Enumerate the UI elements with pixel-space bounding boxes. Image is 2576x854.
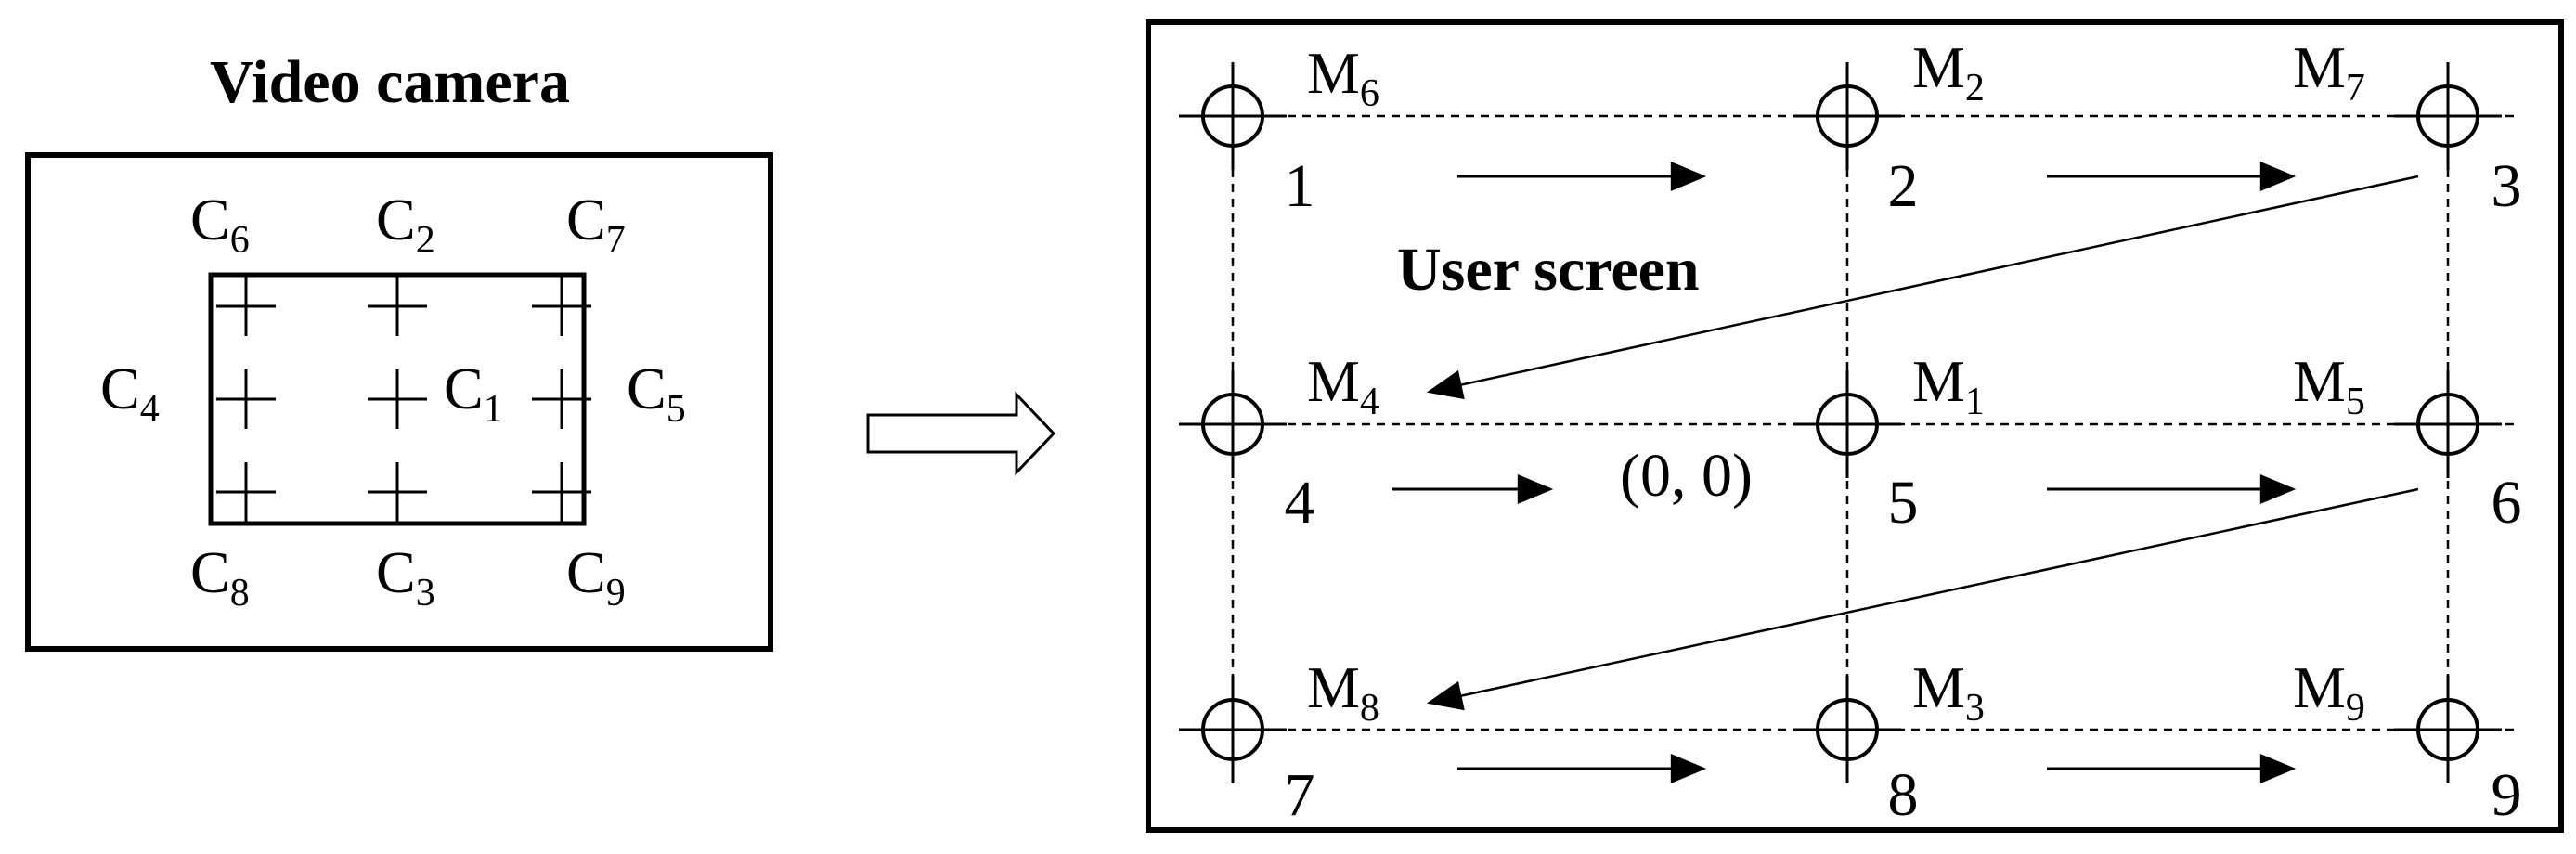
origin-label: (0, 0) — [1620, 442, 1753, 510]
transform-arrow — [866, 391, 1056, 476]
scan-order-number-8: 8 — [1888, 761, 1919, 829]
cross-mark-c2 — [368, 277, 427, 336]
camera-point-label-7-letter: C — [566, 187, 606, 252]
camera-title: Video camera — [210, 48, 570, 116]
screen-title: User screen — [1397, 236, 1700, 304]
camera-point-label-9-subscript: 9 — [606, 572, 626, 615]
scan-order-arrows — [1392, 162, 2419, 783]
cross-mark-c3 — [368, 462, 427, 522]
scan-order-number-4: 4 — [1285, 469, 1315, 537]
marker-label-m3-subscript: 3 — [1965, 687, 1985, 730]
marker-circle-m9 — [2394, 676, 2502, 783]
camera-point-label-9: C9 — [566, 539, 626, 615]
camera-point-label-7-subscript: 7 — [606, 219, 626, 262]
marker-circle-m1 — [1793, 370, 1901, 478]
marker-label-m6-subscript: 6 — [1360, 72, 1379, 115]
camera-point-label-2-subscript: 2 — [416, 219, 435, 262]
camera-point-label-5-letter: C — [627, 356, 667, 421]
marker-label-m3: M3 — [1912, 654, 1985, 730]
scan-order-number-9: 9 — [2492, 761, 2522, 829]
camera-point-label-6-letter: C — [190, 187, 230, 252]
camera-point-label-1-subscript: 1 — [484, 388, 503, 431]
scan-order-number-7: 7 — [1285, 761, 1315, 829]
camera-point-label-4: C4 — [100, 356, 160, 431]
marker-label-m6: M6 — [1307, 40, 1379, 115]
camera-point-label-2: C2 — [376, 187, 435, 262]
marker-circle-m6 — [1179, 62, 1287, 170]
marker-label-m2-letter: M — [1912, 34, 1965, 100]
camera-point-label-9-letter: C — [566, 539, 606, 605]
marker-label-m4: M4 — [1307, 348, 1379, 423]
marker-circle-m4 — [1179, 370, 1287, 478]
marker-label-m5-subscript: 5 — [2346, 381, 2365, 423]
camera-point-label-5: C5 — [627, 356, 686, 431]
marker-label-m8: M8 — [1307, 654, 1379, 730]
screen-markers — [1179, 62, 2502, 783]
marker-label-m4-subscript: 4 — [1360, 381, 1379, 423]
scan-order-number-2: 2 — [1888, 152, 1919, 220]
marker-label-m7: M7 — [2293, 34, 2365, 110]
camera-point-label-1: C1 — [444, 356, 503, 431]
scan-order-number-6: 6 — [2492, 469, 2522, 537]
marker-label-m1-letter: M — [1912, 348, 1965, 414]
marker-label-m6-letter: M — [1307, 40, 1360, 106]
marker-label-m5: M5 — [2293, 348, 2365, 423]
camera-point-label-4-letter: C — [100, 356, 140, 421]
cross-mark-c7 — [532, 277, 591, 336]
marker-circle-m5 — [2394, 370, 2502, 478]
camera-point-label-3-subscript: 3 — [416, 572, 435, 615]
camera-point-label-3: C3 — [376, 539, 435, 615]
screen-frame — [1146, 19, 2564, 833]
marker-label-m1: M1 — [1912, 348, 1985, 423]
cross-mark-c5 — [532, 369, 591, 429]
camera-point-label-3-letter: C — [376, 539, 416, 605]
marker-circle-m7 — [2394, 62, 2502, 170]
marker-label-m2-subscript: 2 — [1965, 67, 1985, 110]
marker-circle-m2 — [1793, 62, 1901, 170]
marker-label-m8-subscript: 8 — [1360, 687, 1379, 730]
camera-point-label-1-letter: C — [444, 356, 484, 421]
scan-order-number-1: 1 — [1285, 152, 1315, 220]
marker-label-m9-letter: M — [2293, 654, 2346, 720]
camera-point-label-5-subscript: 5 — [667, 388, 686, 431]
camera-point-label-7: C7 — [566, 187, 626, 262]
cross-mark-c6 — [216, 277, 276, 336]
marker-circle-m8 — [1179, 676, 1287, 783]
marker-circle-m3 — [1793, 676, 1901, 783]
camera-frame — [25, 152, 773, 652]
camera-point-label-6: C6 — [190, 187, 250, 262]
marker-label-m7-letter: M — [2293, 34, 2346, 100]
camera-point-label-6-subscript: 6 — [230, 219, 250, 262]
camera-point-label-8: C8 — [190, 539, 250, 615]
camera-point-label-4-subscript: 4 — [140, 388, 160, 431]
marker-label-m3-letter: M — [1912, 654, 1965, 720]
cross-mark-c8 — [216, 462, 276, 522]
cross-mark-c9 — [532, 462, 591, 522]
camera-cross-marks — [216, 277, 591, 522]
camera-point-label-8-subscript: 8 — [230, 572, 250, 615]
camera-point-label-2-letter: C — [376, 187, 416, 252]
screen-panel: User screen (0, 0) M61M22M73M44M15M56M87… — [1146, 19, 2564, 833]
scan-order-number-3: 3 — [2492, 152, 2522, 220]
marker-label-m9-subscript: 9 — [2346, 687, 2365, 730]
marker-label-m5-letter: M — [2293, 348, 2346, 414]
cross-mark-c4 — [216, 369, 276, 429]
marker-label-m2: M2 — [1912, 34, 1985, 110]
marker-label-m1-subscript: 1 — [1965, 381, 1985, 423]
scan-arrow-return-2 — [1426, 487, 2419, 711]
scan-order-number-5: 5 — [1888, 469, 1919, 537]
cross-mark-c1 — [368, 369, 427, 429]
marker-label-m8-letter: M — [1307, 654, 1360, 720]
marker-label-m4-letter: M — [1307, 348, 1360, 414]
scan-arrow-return-1 — [1426, 175, 2419, 400]
camera-point-label-8-letter: C — [190, 539, 230, 605]
marker-label-m7-subscript: 7 — [2346, 67, 2365, 110]
marker-label-m9: M9 — [2293, 654, 2365, 730]
